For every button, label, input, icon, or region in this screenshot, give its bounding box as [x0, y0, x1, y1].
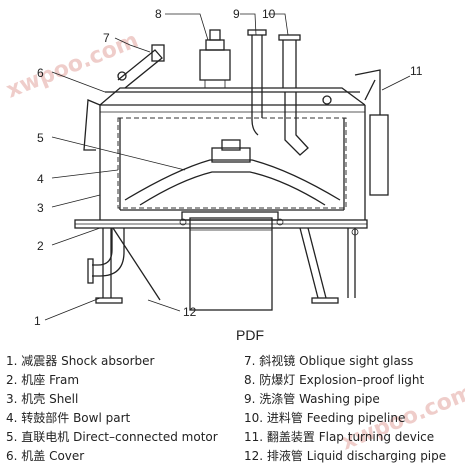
legend-item: 3. 机壳 Shell [6, 392, 78, 406]
legend-item: 11. 翻盖装置 Flap turning device [244, 430, 434, 444]
callout-3: 3 [37, 201, 44, 215]
legend-item: 2. 机座 Fram [6, 372, 79, 387]
callouts: 1 2 3 4 5 6 7 8 9 10 11 12 [34, 7, 423, 328]
callout-4: 4 [37, 172, 44, 186]
callout-8: 8 [155, 7, 162, 21]
legend-item: 9. 洗涤管 Washing pipe [244, 391, 380, 406]
callout-7: 7 [103, 31, 110, 45]
callout-10: 10 [262, 7, 276, 21]
legend-item: 6. 机盖 Cover [6, 449, 84, 463]
callout-9: 9 [233, 7, 240, 21]
legend-item: 1. 减震器 Shock absorber [6, 354, 155, 368]
callout-6: 6 [37, 66, 44, 80]
legend-item: 8. 防爆灯 Explosion–proof light [244, 372, 424, 387]
legend-item: 7. 斜视镜 Oblique sight glass [244, 353, 413, 368]
legend-item: 4. 转鼓部件 Bowl part [6, 410, 131, 425]
callout-11: 11 [410, 64, 423, 78]
legend-item: 10. 进料管 Feeding pipeline [244, 410, 405, 425]
callout-2: 2 [37, 239, 44, 253]
pdf-label: PDF [236, 327, 264, 343]
legend: 1. 减震器 Shock absorber 2. 机座 Fram 3. 机壳 S… [6, 353, 446, 463]
callout-5: 5 [37, 131, 44, 145]
legend-item: 5. 直联电机 Direct–connected motor [6, 430, 218, 444]
callout-12: 12 [183, 305, 197, 319]
machine-drawing [74, 29, 389, 311]
callout-1: 1 [34, 314, 41, 328]
leader-lines [44, 13, 411, 321]
legend-item: 12. 排液管 Liquid discharging pipe [244, 448, 446, 463]
